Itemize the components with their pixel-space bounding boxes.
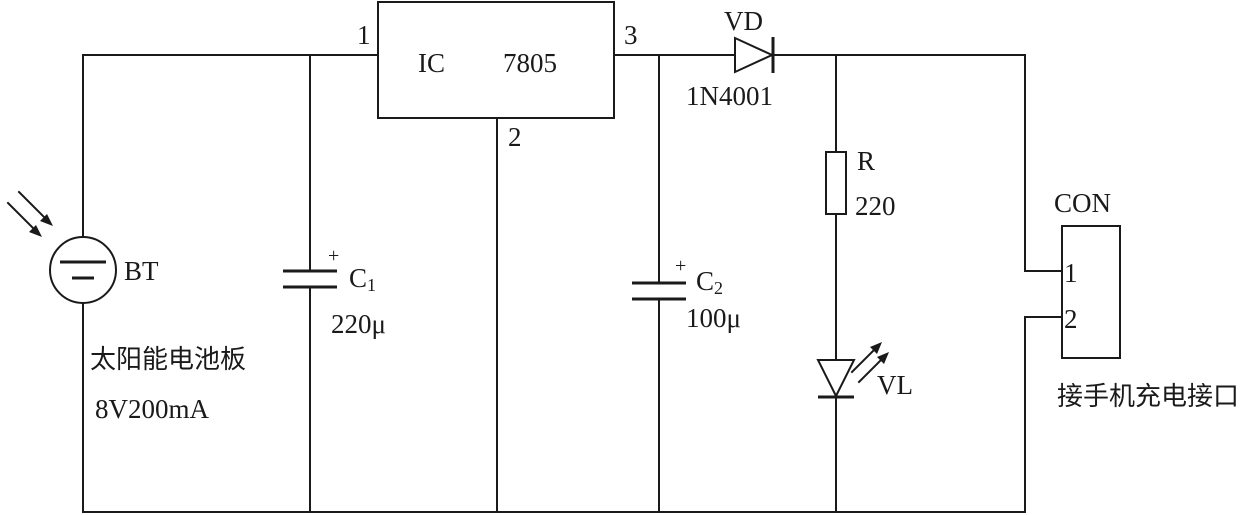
resistor-body	[825, 151, 847, 215]
c1-ref: C1	[349, 263, 376, 295]
c2-ref-sub: 2	[714, 278, 723, 298]
resistor-r: R 220	[825, 146, 896, 221]
solar-arrowhead-2	[40, 214, 53, 226]
regulator-body	[377, 1, 615, 119]
capacitor-c2: + C2 100μ	[632, 255, 741, 333]
regulator-pin-gnd: 2	[508, 122, 522, 152]
c1-polarity: +	[328, 245, 339, 267]
resistor-value: 220	[855, 191, 896, 221]
regulator-ic: IC 7805 1 2 3	[357, 1, 638, 152]
c1-value: 220μ	[331, 309, 386, 339]
c1-ref-letter: C	[349, 263, 367, 293]
led-arrowhead-1	[870, 342, 882, 354]
led-ref: VL	[877, 370, 913, 400]
solar-light-arrow-2	[17, 190, 50, 223]
connector-body	[1061, 225, 1121, 359]
c1-ref-sub: 1	[367, 275, 376, 295]
solar-rating: 8V200mA	[95, 394, 210, 424]
solar-light-arrow-1	[6, 201, 39, 234]
solar-cell-circle	[49, 236, 117, 304]
connector-con: CON 1 2 接手机充电接口	[1054, 188, 1239, 412]
c2-value: 100μ	[686, 303, 741, 333]
capacitor-c1: + C1 220μ	[283, 245, 386, 339]
resistor-ref: R	[857, 146, 875, 176]
solar-name: 太阳能电池板	[90, 345, 246, 375]
wire-con-pin1	[1024, 54, 1063, 272]
wires	[82, 54, 1063, 513]
diode-triangle	[734, 36, 775, 74]
connector-label: 接手机充电接口	[1057, 382, 1239, 412]
regulator-pin-in: 1	[357, 20, 371, 50]
solar-cell-bt: BT 太阳能电池板 8V200mA	[6, 190, 246, 424]
connector-pin1: 1	[1064, 258, 1078, 288]
diode-ref: VD	[724, 6, 763, 36]
led-vl: VL	[816, 342, 913, 400]
regulator-ref: IC	[418, 48, 445, 78]
diode-vd: VD 1N4001	[686, 6, 775, 111]
led-triangle	[816, 359, 856, 399]
connector-ref: CON	[1054, 188, 1111, 218]
solar-arrowhead-1	[29, 225, 42, 237]
solar-ref: BT	[124, 256, 159, 286]
connector-pin2: 2	[1064, 304, 1078, 334]
led-arrowhead-2	[877, 352, 889, 364]
c2-ref-letter: C	[696, 266, 714, 296]
regulator-value: 7805	[503, 48, 557, 78]
diode-value: 1N4001	[686, 81, 773, 111]
c2-ref: C2	[696, 266, 723, 298]
regulator-pin-out: 3	[624, 20, 638, 50]
c2-polarity: +	[675, 255, 686, 277]
wire-con-pin2	[1024, 316, 1063, 513]
